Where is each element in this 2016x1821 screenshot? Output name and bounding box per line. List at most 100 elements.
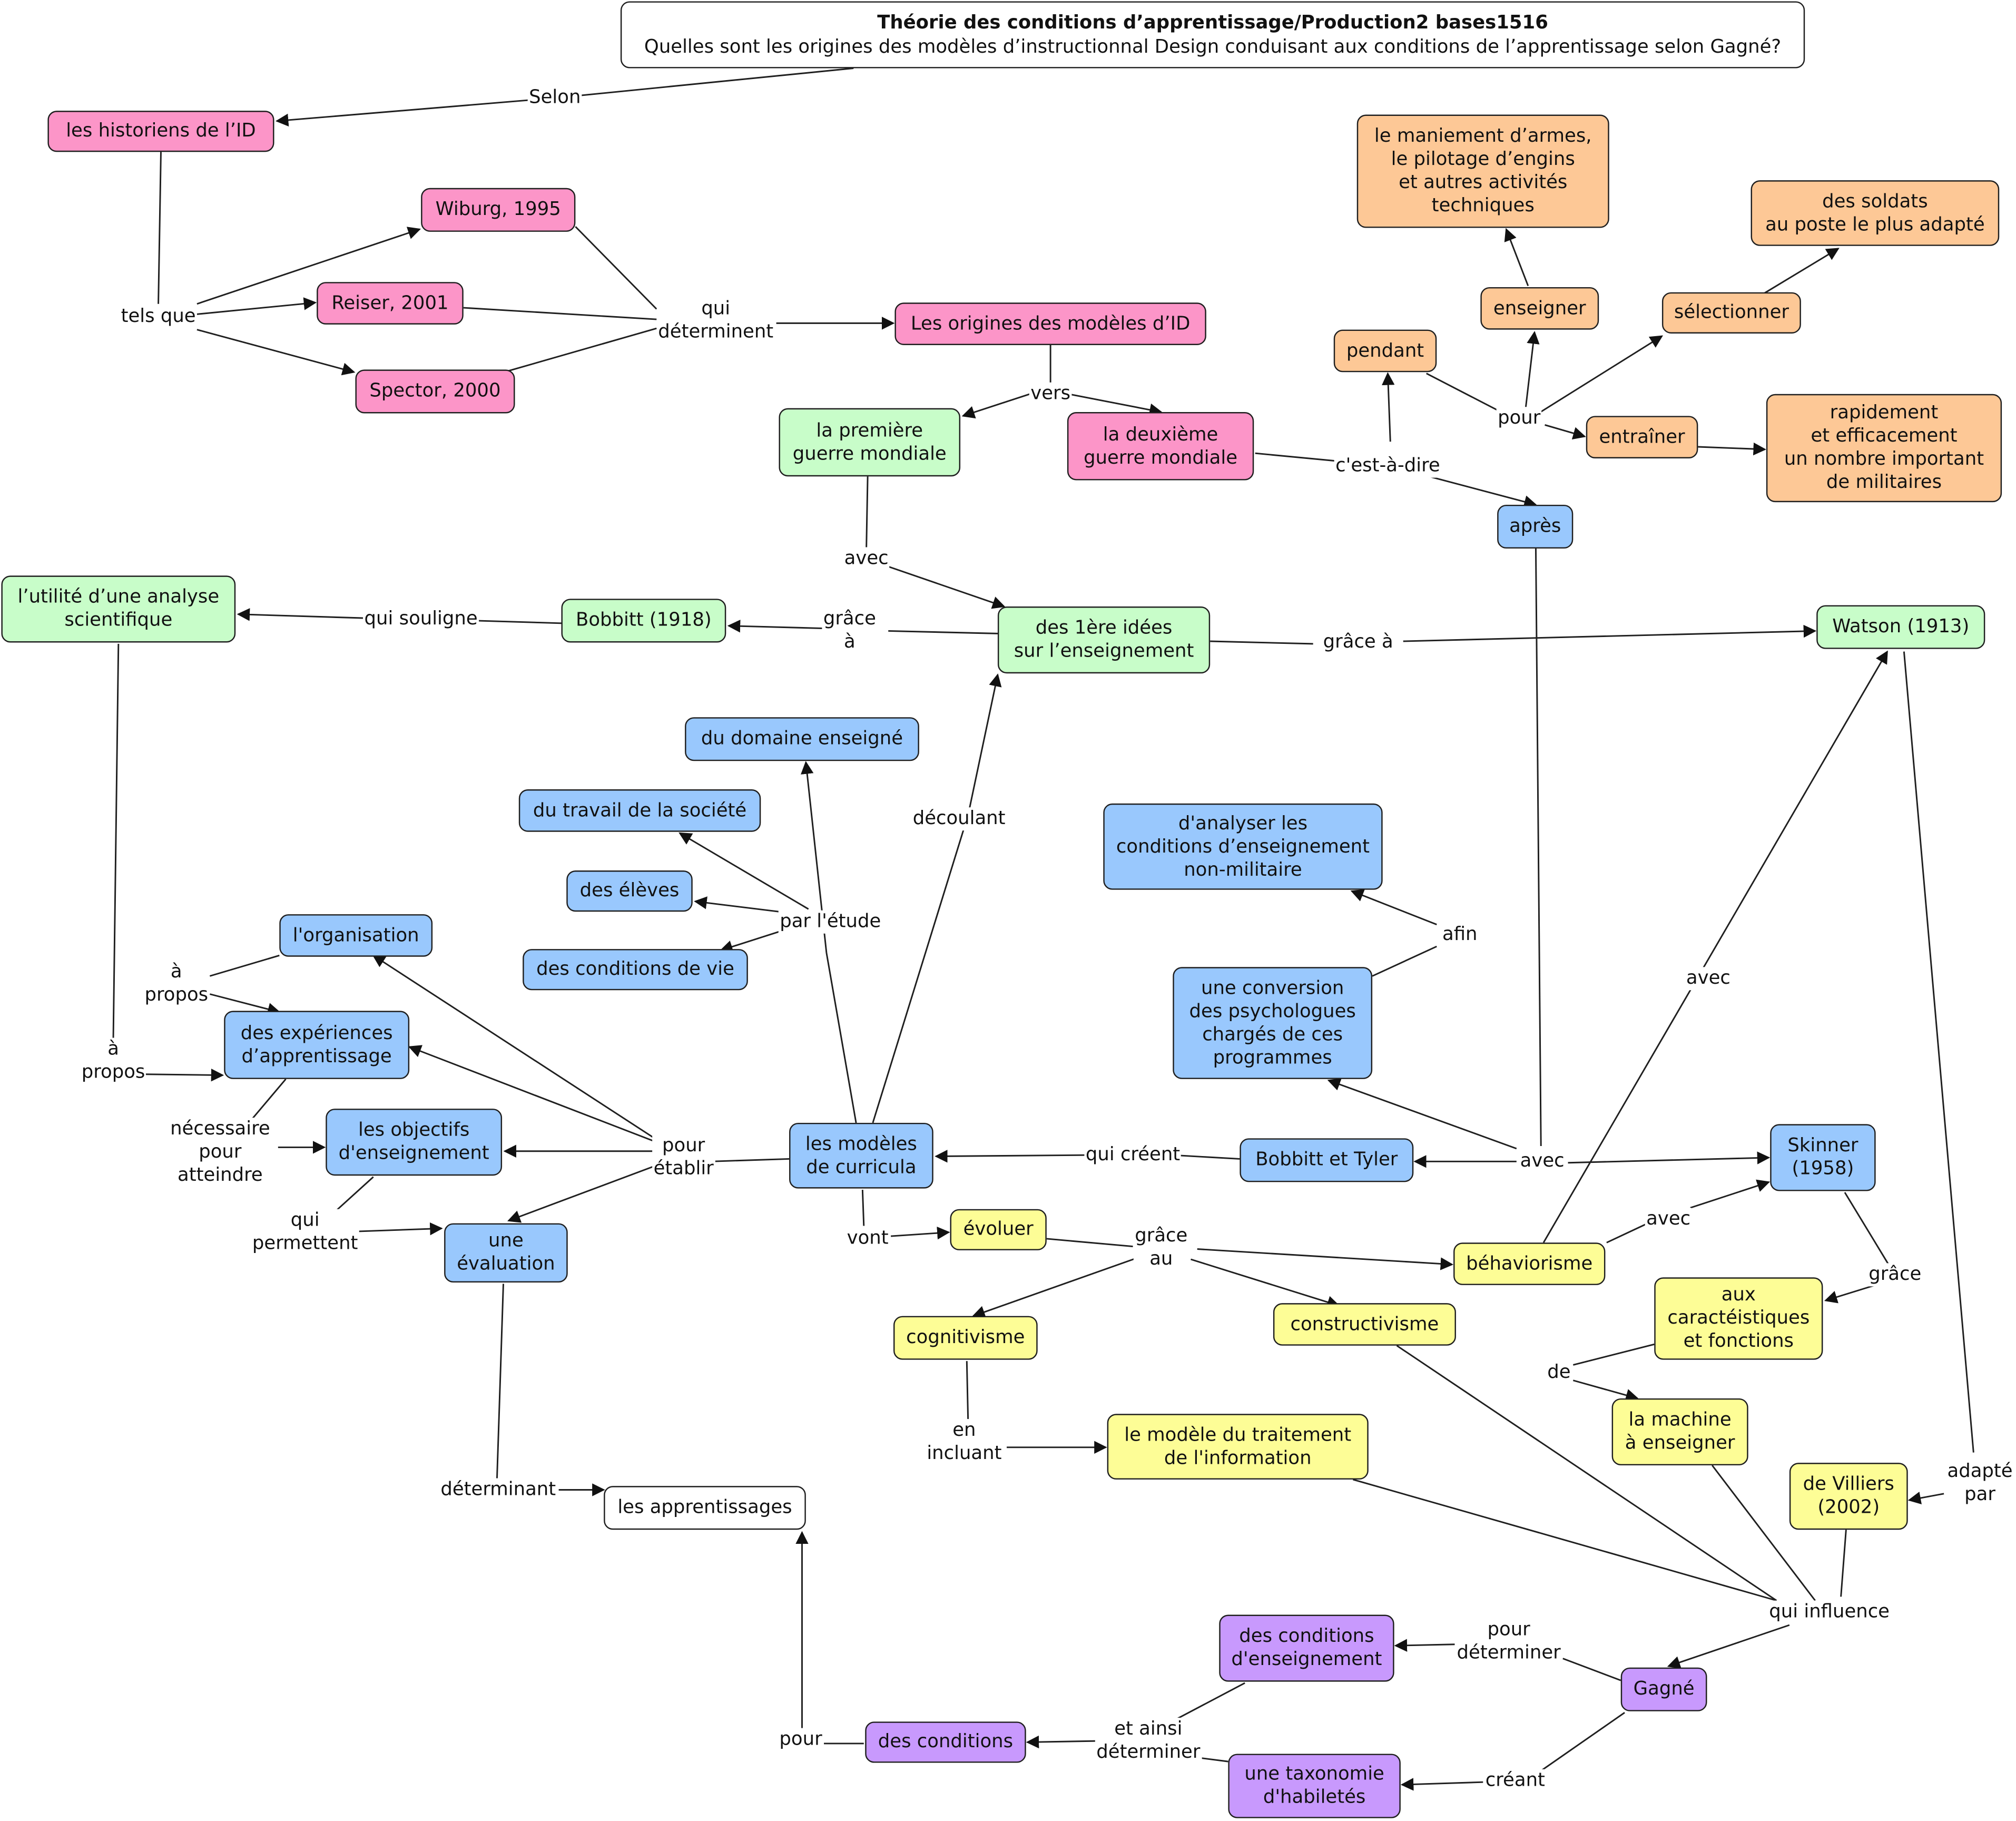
connector-line bbox=[209, 993, 281, 1016]
node-pendant[interactable]: pendant bbox=[1333, 329, 1437, 373]
map-title: Théorie des conditions d’apprentissage/P… bbox=[620, 1, 1805, 68]
link-label-selon: Selon bbox=[527, 86, 582, 110]
connector-line bbox=[575, 226, 657, 310]
connector-line bbox=[1538, 335, 1664, 414]
node-organisation[interactable]: l'organisation bbox=[279, 914, 433, 957]
node-behaviorisme[interactable]: béhaviorisme bbox=[1453, 1242, 1606, 1285]
connector-line bbox=[1690, 1179, 1771, 1209]
node-bobbitt-1918[interactable]: Bobbitt (1918) bbox=[561, 599, 726, 643]
node-wiburg[interactable]: Wiburg, 1995 bbox=[421, 188, 576, 232]
node-apres[interactable]: après bbox=[1497, 504, 1574, 549]
node-conditions-enseignement[interactable]: des conditions d'enseignement bbox=[1219, 1614, 1394, 1682]
link-label-qui-creent: qui créent bbox=[1084, 1143, 1182, 1167]
connector-line bbox=[1171, 1154, 1240, 1160]
node-deuxieme-guerre[interactable]: la deuxième guerre mondiale bbox=[1067, 412, 1254, 481]
node-enseigner[interactable]: enseigner bbox=[1480, 287, 1599, 330]
connector-line bbox=[1535, 549, 1542, 1146]
node-cognitivisme[interactable]: cognitivisme bbox=[893, 1316, 1038, 1360]
node-conversion[interactable]: une conversion des psychologues chargés … bbox=[1173, 967, 1373, 1079]
node-premieres-idees[interactable]: des 1ère idées sur l’enseignement bbox=[997, 606, 1211, 674]
connector-line bbox=[888, 630, 998, 634]
link-label-pour-top: pour bbox=[1496, 407, 1542, 430]
node-modeles-curricula[interactable]: les modèles de curricula bbox=[789, 1122, 933, 1189]
node-reiser[interactable]: Reiser, 2001 bbox=[317, 282, 464, 325]
connector-line bbox=[463, 307, 657, 320]
link-label-avec-watson: avec bbox=[1685, 967, 1732, 991]
node-watson[interactable]: Watson (1913) bbox=[1816, 605, 1985, 649]
connector-line bbox=[1698, 442, 1766, 456]
node-maniement[interactable]: le maniement d’armes, le pilotage d’engi… bbox=[1356, 114, 1609, 228]
node-experiences[interactable]: des expériences d’apprentissage bbox=[224, 1011, 410, 1079]
link-label-vont: vont bbox=[845, 1227, 890, 1250]
connector-line bbox=[720, 929, 786, 953]
link-label-decoulant: découlant bbox=[911, 807, 1007, 831]
connector-line bbox=[1844, 1192, 1890, 1265]
link-label-avec-top: avec bbox=[843, 547, 890, 571]
node-constructivisme[interactable]: constructivisme bbox=[1273, 1303, 1456, 1346]
node-utilite-analyse[interactable]: l’utilité d’une analyse scientifique bbox=[1, 575, 236, 643]
node-skinner[interactable]: Skinner (1958) bbox=[1770, 1124, 1876, 1191]
node-rapidement[interactable]: rapidement et efficacement un nombre imp… bbox=[1766, 394, 2002, 503]
node-de-villiers[interactable]: de Villiers (2002) bbox=[1789, 1463, 1908, 1530]
link-label-en-incluant: en incluant bbox=[925, 1419, 1003, 1466]
node-origines[interactable]: Les origines des modèles d’ID bbox=[894, 302, 1206, 345]
connector-line bbox=[1535, 1712, 1625, 1775]
connector-line bbox=[1572, 1379, 1639, 1402]
node-selectionner[interactable]: sélectionner bbox=[1661, 292, 1801, 334]
link-label-de: de bbox=[1546, 1361, 1572, 1385]
connector-line bbox=[1525, 331, 1540, 410]
link-label-grace-au: grâce au bbox=[1133, 1225, 1189, 1271]
connector-line bbox=[275, 97, 556, 127]
node-eleves[interactable]: des élèves bbox=[566, 870, 693, 912]
node-premiere-guerre[interactable]: la première guerre mondiale bbox=[779, 408, 961, 477]
connector-line bbox=[196, 329, 356, 376]
node-modele-traitement[interactable]: le modèle du traitement de l'information bbox=[1107, 1414, 1369, 1480]
node-apprentissages[interactable]: les apprentissages bbox=[604, 1486, 806, 1530]
node-objectifs[interactable]: les objectifs d'enseignement bbox=[326, 1109, 503, 1176]
connector-line bbox=[508, 327, 657, 372]
node-evoluer[interactable]: évoluer bbox=[950, 1209, 1047, 1250]
connector-line bbox=[1210, 640, 1313, 645]
connector-line bbox=[1840, 1530, 1847, 1597]
connector-line bbox=[1197, 1248, 1454, 1270]
connector-line bbox=[112, 643, 120, 1038]
link-label-pour-determiner: pour déterminer bbox=[1456, 1618, 1562, 1665]
connector-line bbox=[1382, 372, 1395, 442]
link-label-vers: vers bbox=[1029, 382, 1072, 406]
node-entrainer[interactable]: entraîner bbox=[1586, 416, 1698, 458]
node-caracteristiques[interactable]: aux caractéistiques et fonctions bbox=[1654, 1277, 1823, 1360]
connector-line bbox=[1394, 1639, 1455, 1652]
node-soldats[interactable]: des soldats au poste le plus adapté bbox=[1751, 180, 2000, 246]
link-label-qui-determinent: qui déterminent bbox=[656, 297, 775, 344]
node-gagne[interactable]: Gagné bbox=[1620, 1667, 1707, 1711]
link-label-a-propos-1: à propos bbox=[143, 961, 210, 1007]
connector-line bbox=[966, 1361, 969, 1422]
connector-line bbox=[1903, 651, 1974, 1453]
node-conditions[interactable]: des conditions bbox=[865, 1721, 1026, 1763]
connector-line bbox=[861, 1190, 865, 1226]
node-machine[interactable]: la machine à enseigner bbox=[1611, 1398, 1748, 1466]
node-domaine-enseigne[interactable]: du domaine enseigné bbox=[685, 717, 919, 761]
node-historiens[interactable]: les historiens de l’ID bbox=[47, 111, 274, 152]
connector-line bbox=[331, 1176, 374, 1215]
node-taxonomie[interactable]: une taxonomie d'habiletés bbox=[1228, 1754, 1401, 1818]
connector-line bbox=[209, 954, 280, 977]
node-conditions-vie[interactable]: des conditions de vie bbox=[523, 949, 748, 991]
node-bobbitt-tyler[interactable]: Bobbitt et Tyler bbox=[1240, 1138, 1414, 1182]
connector-line bbox=[1907, 1492, 1944, 1505]
connector-line bbox=[891, 1226, 950, 1240]
node-travail-societe[interactable]: du travail de la société bbox=[518, 789, 761, 832]
link-label-avec-skinner: avec bbox=[1645, 1208, 1692, 1231]
connector-line bbox=[1606, 1222, 1648, 1244]
connector-line bbox=[196, 227, 421, 305]
connector-line bbox=[1353, 1479, 1777, 1602]
link-label-et-ainsi: et ainsi déterminer bbox=[1095, 1718, 1202, 1765]
node-analyser[interactable]: d'analyser les conditions d’enseignement… bbox=[1103, 803, 1383, 890]
connector-line bbox=[1504, 228, 1529, 287]
connector-line bbox=[372, 954, 657, 1140]
node-spector[interactable]: Spector, 2000 bbox=[355, 369, 515, 414]
link-label-a-propos-2: à propos bbox=[80, 1037, 146, 1084]
link-label-grace-a-left: grâce à bbox=[822, 608, 878, 654]
node-evaluation[interactable]: une évaluation bbox=[444, 1223, 568, 1283]
connector-line bbox=[727, 620, 824, 633]
